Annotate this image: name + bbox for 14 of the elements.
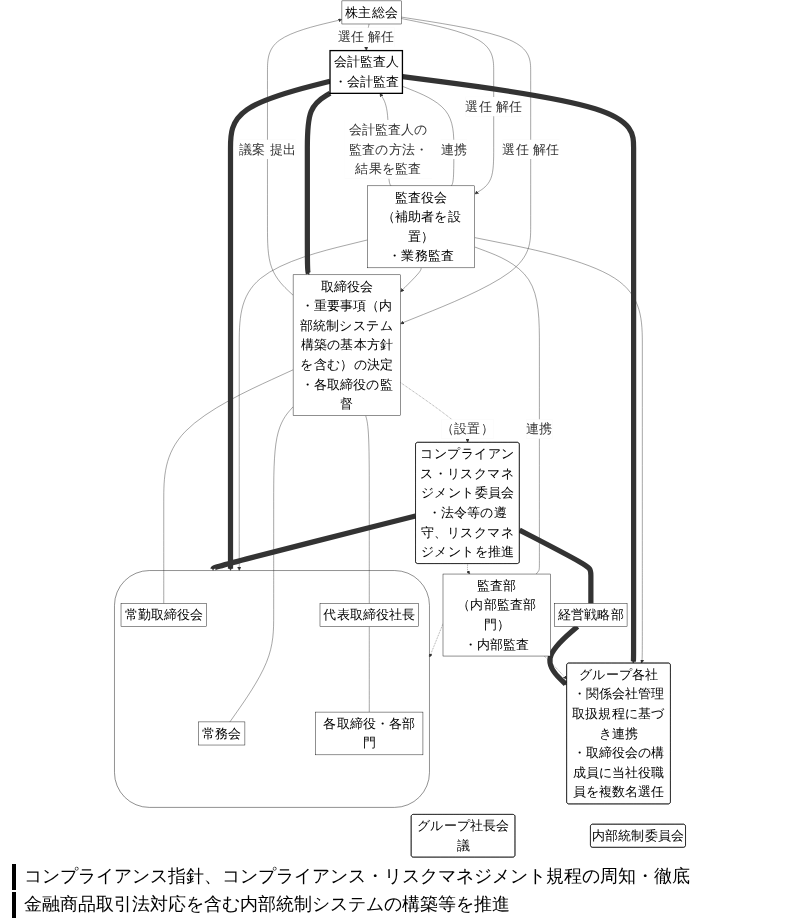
arrow [547, 624, 580, 686]
connector [474, 246, 540, 575]
arrow [227, 78, 331, 572]
connector [229, 406, 294, 723]
connector [163, 369, 294, 604]
connector [365, 415, 370, 604]
connector [518, 527, 594, 604]
arrow [304, 91, 332, 276]
connector [369, 626, 370, 713]
cluster [114, 570, 430, 808]
note-text: 金融商品取引法対応を含む内部統制システムの構築等を推進 [12, 892, 788, 918]
note-text: コンプライアンス指針、コンプライアンス・リスクマネジメント規程の周知・徹底 [12, 864, 788, 890]
connector [402, 86, 455, 187]
arrow [210, 513, 417, 572]
